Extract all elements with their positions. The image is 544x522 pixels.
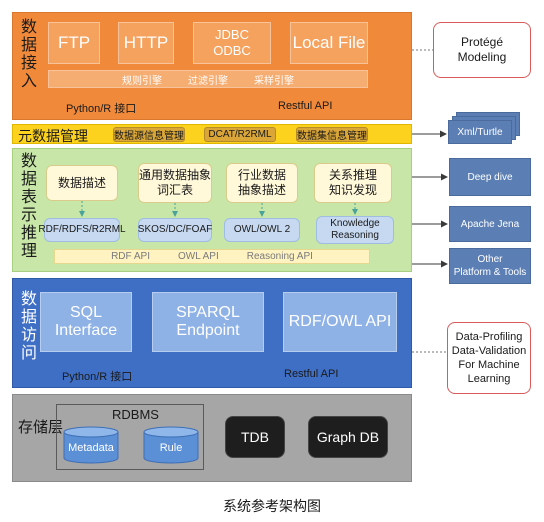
access-title: 数据访问 (18, 290, 35, 362)
metadata-title: 元数据管理 (18, 128, 88, 144)
metadata-cylinder-label: Metadata (68, 442, 114, 454)
ingestion-restful-label: Restful API (278, 100, 333, 112)
skos-dc-foaf-tile: SKOS/DC/FOAF (138, 218, 212, 242)
api-strip: RDF API OWL API Reasoning API (54, 249, 370, 264)
rule-engine-label: 规则引擎 (122, 75, 162, 87)
industry-abstraction-tile: 行业数据 抽象描述 (226, 163, 298, 203)
apache-jena-tile: Apache Jena (449, 206, 531, 242)
data-profiling-card: Data-Profiling Data-Validation For Machi… (447, 322, 531, 394)
ingestion-title: 数据接入 (18, 18, 35, 90)
sparql-endpoint-tile: SPARQL Endpoint (152, 292, 264, 352)
reasoning-api-label: Reasoning API (246, 251, 313, 262)
access-restful-label: Restful API (284, 368, 339, 380)
graph-db-tile: Graph DB (308, 416, 388, 458)
owl-api-label: OWL API (177, 251, 219, 262)
rdbms-title: RDBMS (112, 407, 159, 422)
ftp-tile: FTP (48, 22, 100, 64)
relation-reasoning-tile: 关系推理 知识发现 (314, 163, 392, 203)
protege-card: Protégé Modeling (433, 22, 531, 78)
sampling-engine-label: 采样引擎 (254, 75, 294, 87)
http-tile: HTTP (118, 22, 174, 64)
dcat-r2rml-tile: DCAT/R2RML (204, 127, 276, 142)
figure-caption: 系统参考架构图 (223, 498, 321, 514)
local-file-tile: Local File (290, 22, 368, 64)
dataset-mgmt-tile: 数据集信息管理 (296, 127, 368, 142)
rdf-owl-api-tile: RDF/OWL API (283, 292, 397, 352)
knowledge-reasoning-tile: Knowledge Reasoning (316, 216, 394, 244)
storage-title: 存储层 (18, 419, 64, 436)
access-python-label: Python/R 接口 (62, 371, 133, 383)
representation-title: 数据表示推理 (18, 152, 35, 260)
rule-cylinder-label: Rule (159, 442, 183, 454)
rule-cylinder (143, 426, 199, 464)
ingestion-python-label: Python/R 接口 (66, 103, 137, 115)
engine-strip: 规则引擎 过滤引擎 采样引擎 (48, 70, 368, 88)
sql-interface-tile: SQL Interface (40, 292, 132, 352)
common-vocab-tile: 通用数据抽象 词汇表 (138, 163, 212, 203)
filter-engine-label: 过滤引擎 (188, 75, 228, 87)
tdb-tile: TDB (225, 416, 285, 458)
deep-dive-tile: Deep dive (449, 158, 531, 196)
owl-tile: OWL/OWL 2 (224, 218, 300, 242)
rdf-rdfs-tile: RDF/RDFS/R2RML (38, 218, 126, 242)
rdf-api-label: RDF API (111, 251, 150, 262)
rdbms-box (56, 404, 204, 470)
data-description-tile: 数据描述 (46, 165, 118, 201)
metadata-cylinder (63, 426, 119, 464)
other-platform-tile: Other Platform & Tools (449, 248, 531, 284)
datasource-mgmt-tile: 数据源信息管理 (113, 127, 185, 142)
xml-turtle-tile: Xml/Turtle (448, 120, 512, 144)
jdbc-odbc-tile: JDBC ODBC (193, 22, 271, 64)
